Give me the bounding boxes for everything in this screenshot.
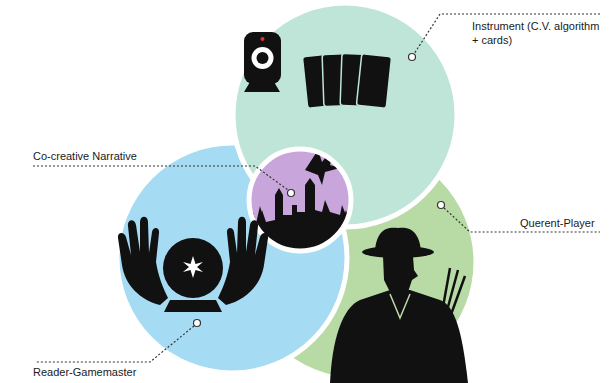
detective-figure <box>330 228 468 383</box>
webcam-icon <box>244 32 281 92</box>
callout-label: Reader-Gamemaster <box>33 365 136 379</box>
callout-label: Instrument (C.V. algorithm + cards) <box>472 19 600 47</box>
leader-lines <box>33 14 600 362</box>
crystal-ball-hands <box>118 217 268 312</box>
cards-icon <box>302 53 391 108</box>
callout-label: Querent-Player <box>520 216 595 230</box>
callout-label: Co-creative Narrative <box>33 149 137 163</box>
leader-dots <box>194 54 445 327</box>
